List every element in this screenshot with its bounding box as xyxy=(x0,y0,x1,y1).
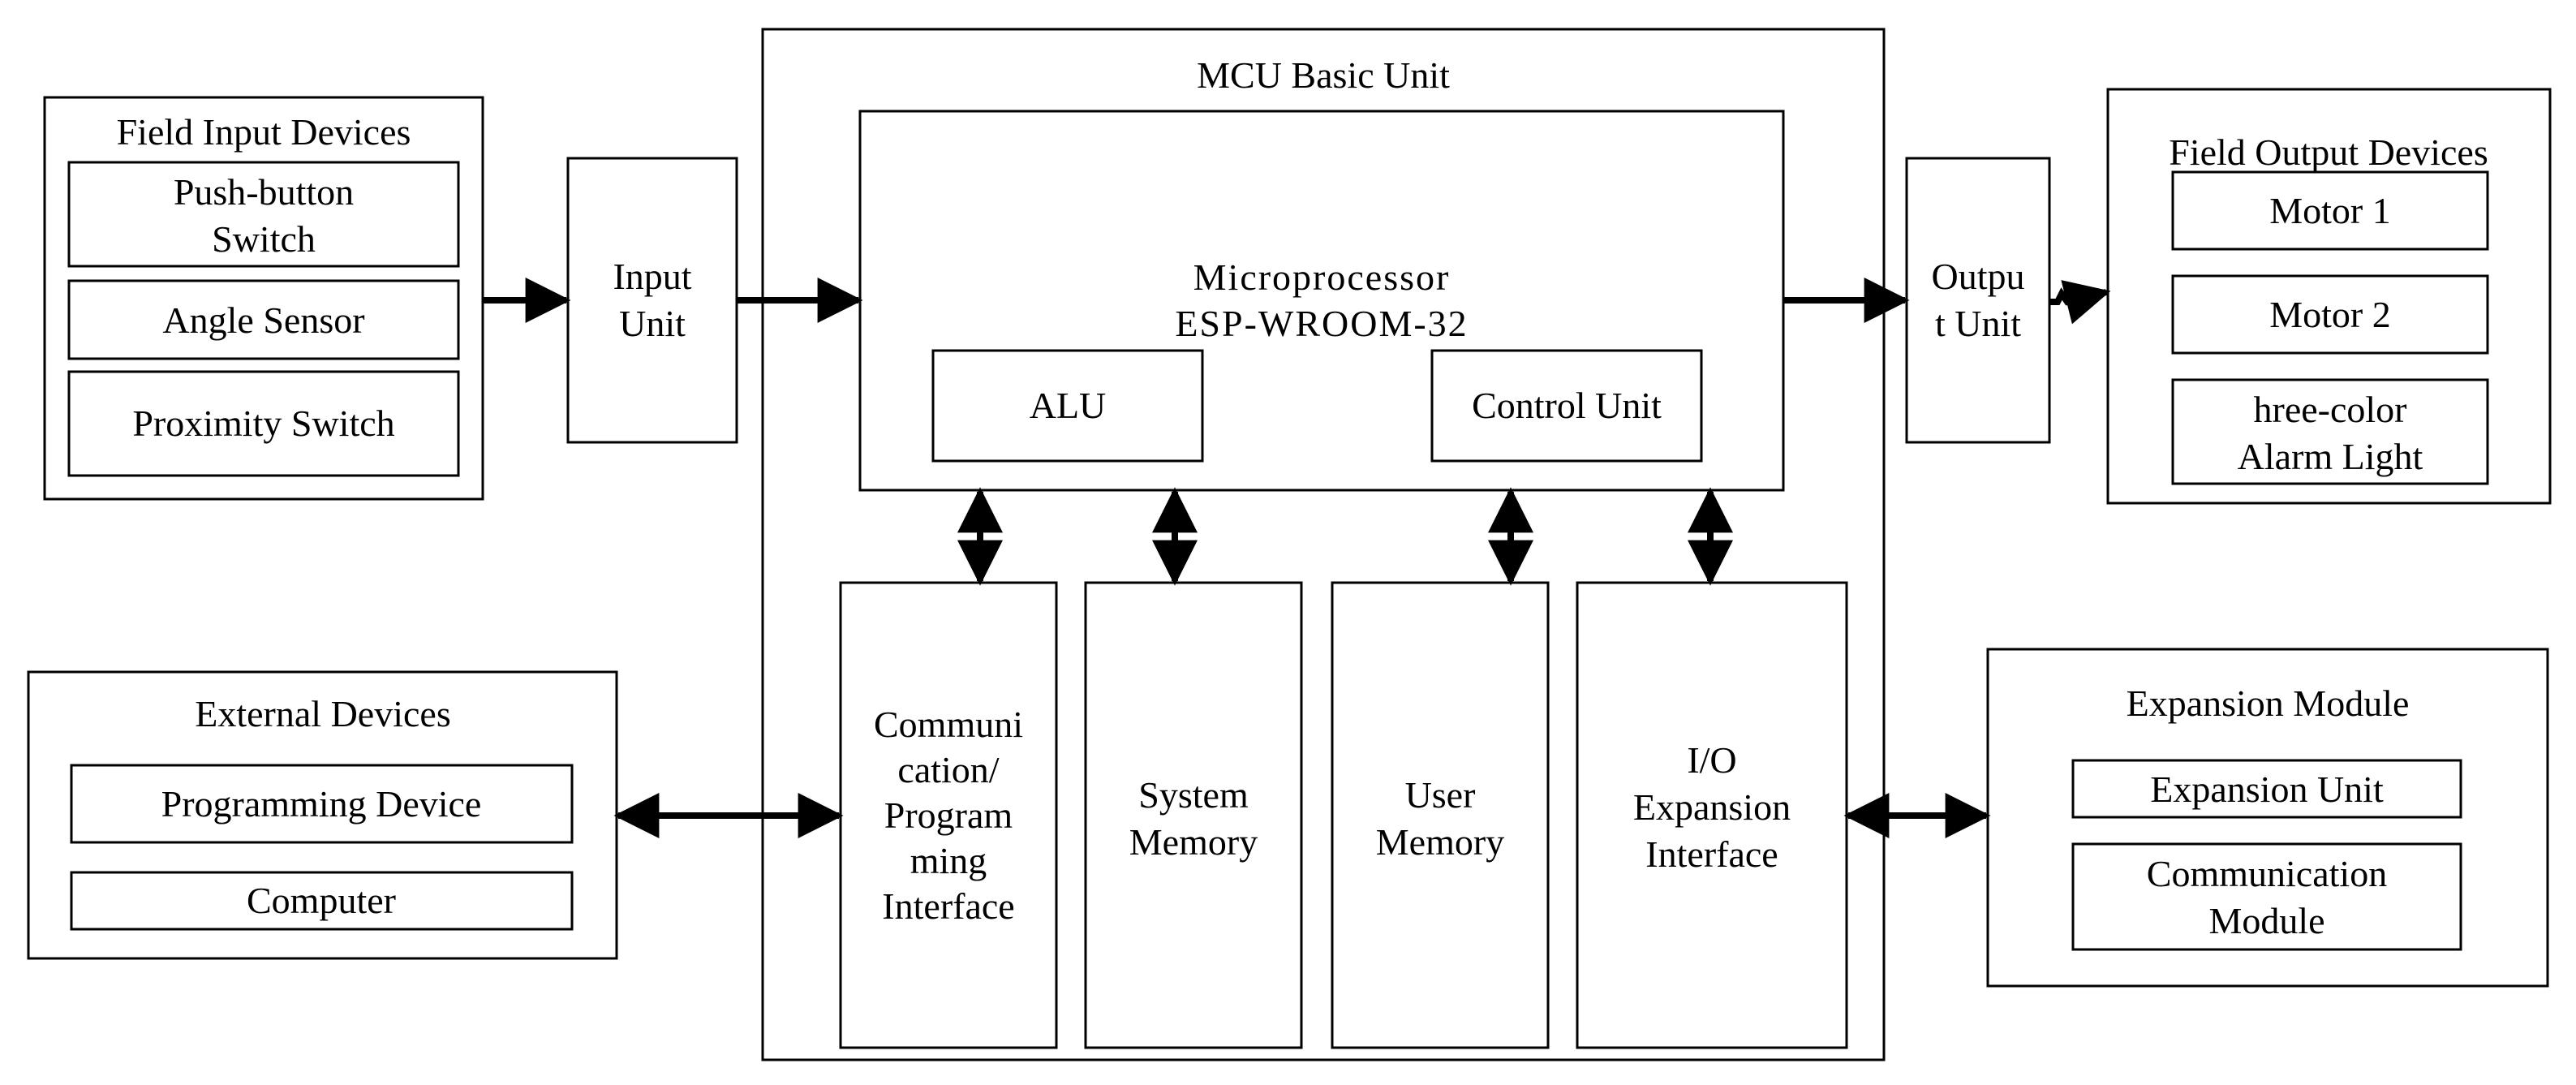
external-devices-group: External Devices Programming Device Comp… xyxy=(27,670,618,960)
motor-1-label: Motor 1 xyxy=(2269,190,2391,231)
expansion-module-title: Expansion Module xyxy=(2127,682,2410,724)
field-input-devices-title: Field Input Devices xyxy=(117,111,411,153)
io-expansion-label-1: I/O xyxy=(1687,739,1736,781)
comm-interface-label-4: ming xyxy=(910,840,987,881)
comm-interface-label-2: cation/ xyxy=(897,749,999,790)
push-button-switch-box xyxy=(67,161,460,268)
control-unit-box xyxy=(1430,349,1703,463)
alarm-light-box xyxy=(2171,378,2489,485)
user-memory-label-2: Memory xyxy=(1376,821,1504,863)
alu-box xyxy=(931,349,1204,463)
output-unit-label-2: t Unit xyxy=(1935,303,2021,344)
alarm-light-label-1: hree-color xyxy=(2254,389,2407,430)
output-unit-box xyxy=(1905,157,2051,444)
computer-box xyxy=(70,871,574,931)
expansion-module-group: Expansion Module Expansion Unit Communic… xyxy=(1986,648,2549,988)
angle-sensor-label: Angle Sensor xyxy=(162,299,364,341)
angle-sensor-box xyxy=(67,279,460,360)
programming-device-label: Programming Device xyxy=(161,783,482,825)
io-expansion-label-2: Expansion xyxy=(1633,786,1791,828)
proximity-switch-label: Proximity Switch xyxy=(132,403,394,444)
io-expansion-label-3: Interface xyxy=(1645,833,1778,875)
io-expansion-interface-box xyxy=(1576,581,1848,1049)
arrows xyxy=(483,278,2111,838)
output-unit-group: Outpu t Unit xyxy=(1905,157,2051,444)
output-unit-label-1: Outpu xyxy=(1932,256,2025,297)
motor-2-label: Motor 2 xyxy=(2269,294,2391,335)
alu-label: ALU xyxy=(1030,385,1107,426)
input-unit-label-2: Unit xyxy=(619,303,686,344)
comm-interface-label-3: Program xyxy=(884,794,1013,836)
system-memory-label-2: Memory xyxy=(1129,821,1258,863)
user-memory-label-1: User xyxy=(1405,774,1476,816)
communication-module-label-1: Communication xyxy=(2147,853,2387,894)
programming-device-box xyxy=(70,764,574,844)
system-memory-box xyxy=(1084,581,1303,1049)
input-unit-group: Input Unit xyxy=(566,157,738,444)
comm-interface-label-5: Interface xyxy=(882,885,1014,927)
alarm-light-label-2: Alarm Light xyxy=(2238,436,2423,477)
mcu-basic-unit-group: MCU Basic Unit Microprocessor ESP-WROOM-… xyxy=(761,28,1886,1061)
arrow-output-unit-to-field-output xyxy=(2049,280,2111,325)
motor-1-box xyxy=(2171,170,2489,251)
field-output-devices-group: Field Output Devices Motor 1 Motor 2 hre… xyxy=(2106,88,2552,505)
external-devices-title: External Devices xyxy=(195,693,450,734)
push-button-switch-label-2: Switch xyxy=(212,218,316,260)
field-input-devices-group: Field Input Devices Push-button Switch A… xyxy=(43,96,484,501)
comm-interface-label-1: Communi xyxy=(874,704,1023,745)
communication-module-box xyxy=(2071,842,2462,951)
expansion-unit-label: Expansion Unit xyxy=(2150,769,2384,810)
expansion-unit-box xyxy=(2071,759,2462,819)
motor-2-box xyxy=(2171,274,2489,355)
proximity-switch-box xyxy=(67,370,460,477)
communication-module-label-2: Module xyxy=(2208,900,2324,941)
computer-label: Computer xyxy=(247,880,396,921)
input-unit-box xyxy=(566,157,738,444)
input-unit-label-1: Input xyxy=(613,256,691,297)
user-memory-box xyxy=(1331,581,1550,1049)
microprocessor-model-label: ESP-WROOM-32 xyxy=(1175,303,1468,344)
push-button-switch-label-1: Push-button xyxy=(174,171,354,213)
mcu-basic-unit-title: MCU Basic Unit xyxy=(1197,54,1450,96)
control-unit-label: Control Unit xyxy=(1472,385,1662,426)
microprocessor-label: Microprocessor xyxy=(1193,256,1451,298)
field-output-devices-title: Field Output Devices xyxy=(2169,131,2488,173)
system-memory-label-1: System xyxy=(1138,774,1249,816)
